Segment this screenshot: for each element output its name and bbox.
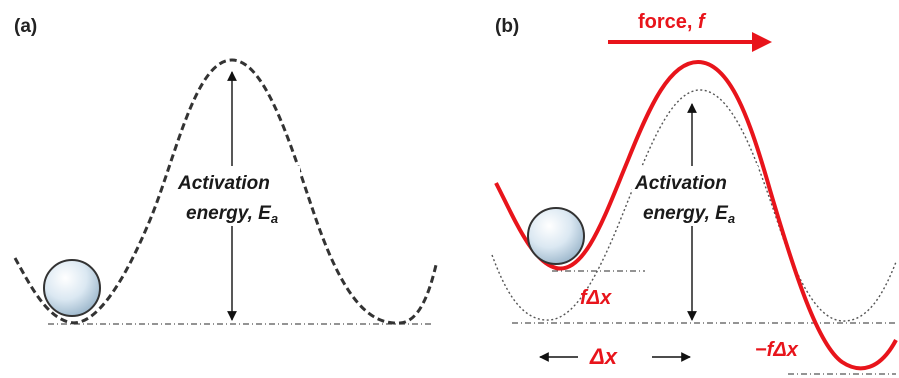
f-delta-x-label: fΔx bbox=[580, 287, 612, 309]
panel-a-activation-line1: Activation bbox=[177, 173, 270, 194]
panel-a-activation-main: energy, E bbox=[186, 203, 272, 224]
panel-b-label: (b) bbox=[495, 16, 519, 37]
panel-a-activation-line2: energy, Ea bbox=[186, 203, 278, 226]
panel-b-activation-line1: Activation bbox=[634, 173, 727, 194]
panel-b-label-backing bbox=[632, 166, 758, 226]
panel-a-ball bbox=[43, 259, 101, 317]
force-label-symbol: f bbox=[698, 11, 707, 33]
panel-b-ball bbox=[527, 207, 585, 265]
panel-b-activation-main: energy, E bbox=[643, 203, 729, 224]
delta-x-label: Δx bbox=[589, 344, 618, 369]
panel-a-label-backing bbox=[174, 166, 300, 226]
force-label: force, f bbox=[638, 11, 707, 33]
panel-b-tilted-curve bbox=[494, 59, 898, 371]
force-label-main: force, bbox=[638, 11, 698, 33]
panel-a-energy-curve bbox=[13, 58, 438, 325]
panel-b-activation-sub: a bbox=[728, 211, 735, 226]
panel-b: (b) force, f Activation energy, Ea fΔx −… bbox=[491, 11, 898, 375]
panel-b-activation-line2: energy, Ea bbox=[643, 203, 735, 226]
panel-a-activation-sub: a bbox=[271, 211, 278, 226]
panel-a-label: (a) bbox=[14, 16, 37, 37]
panel-a: (a) Activation energy, Ea bbox=[13, 16, 438, 325]
minus-f-delta-x-label: −fΔx bbox=[755, 339, 799, 361]
